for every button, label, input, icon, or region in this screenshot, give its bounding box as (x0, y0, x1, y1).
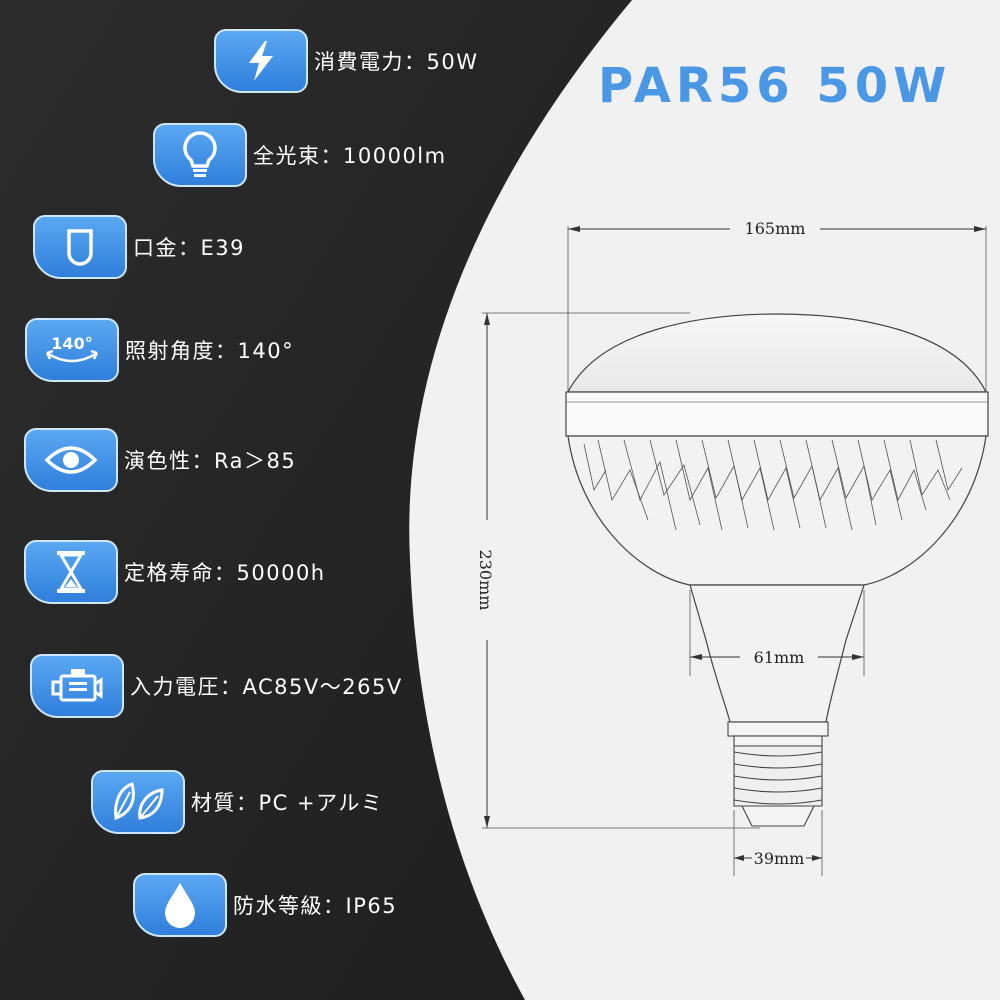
spec-beam-angle: 140° 照射角度：140° (25, 318, 294, 382)
spec-waterproof: 防水等級：IP65 (133, 873, 397, 937)
base-dimension-label: 39mm (754, 849, 805, 868)
spec-luminous-flux: 全光束：10000lm (153, 123, 447, 187)
spec-lifetime: 定格寿命：50000h (24, 540, 326, 604)
beam-angle-icon: 140° (25, 318, 119, 382)
spec-power: 消費電力：50W (214, 29, 479, 93)
product-title: PAR56 50W (598, 58, 952, 114)
spec-material: 材質：PC +アルミ (91, 770, 383, 834)
beam-angle-label: 140° (51, 334, 92, 353)
bulb-dimension-drawing: 165mm 230mm (476, 219, 989, 876)
lightbulb-icon (153, 123, 247, 187)
neck-dimension: 61mm (689, 590, 865, 676)
spec-beam-angle-text: 照射角度：140° (125, 339, 295, 363)
water-drop-icon (133, 873, 227, 937)
socket-base-icon (33, 215, 127, 279)
spec-input-voltage-text: 入力電圧：AC85V～265V (130, 675, 403, 699)
height-dimension-label: 230mm (476, 550, 495, 611)
neck-dimension-label: 61mm (754, 648, 805, 667)
leaf-icon (91, 770, 185, 834)
spec-socket: 口金：E39 (33, 215, 245, 279)
width-dimension-label: 165mm (745, 219, 806, 238)
height-dimension: 230mm (476, 312, 760, 829)
spec-material-text: 材質：PC +アルミ (191, 791, 384, 815)
spec-color-rendering: 演色性：Ra＞85 (24, 428, 296, 492)
lightning-icon (214, 29, 308, 93)
spec-waterproof-text: 防水等級：IP65 (233, 894, 398, 918)
spec-power-text: 消費電力：50W (314, 50, 479, 74)
hourglass-icon (24, 540, 118, 604)
spec-input-voltage: 入力電圧：AC85V～265V (30, 654, 403, 718)
eye-icon (24, 428, 118, 492)
bulb-outline (565, 313, 989, 827)
spec-lifetime-text: 定格寿命：50000h (124, 561, 326, 585)
width-dimension: 165mm (567, 219, 987, 392)
spec-color-rendering-text: 演色性：Ra＞85 (124, 449, 297, 473)
spec-luminous-flux-text: 全光束：10000lm (253, 144, 447, 168)
spec-socket-text: 口金：E39 (133, 236, 245, 260)
base-dimension: 39mm (733, 810, 823, 876)
engine-icon (30, 654, 124, 718)
